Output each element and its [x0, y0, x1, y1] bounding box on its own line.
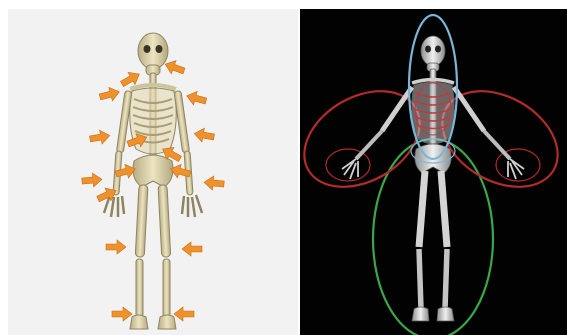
skeleton-regions-illustration [300, 9, 567, 335]
left-skeleton-panel [8, 9, 298, 335]
skeleton-figure [104, 33, 202, 329]
skeleton-arrows-illustration [8, 9, 298, 335]
legs-ellipse [373, 139, 493, 335]
skeleton-figure-dark [342, 36, 524, 321]
right-skeleton-panel [300, 9, 567, 335]
